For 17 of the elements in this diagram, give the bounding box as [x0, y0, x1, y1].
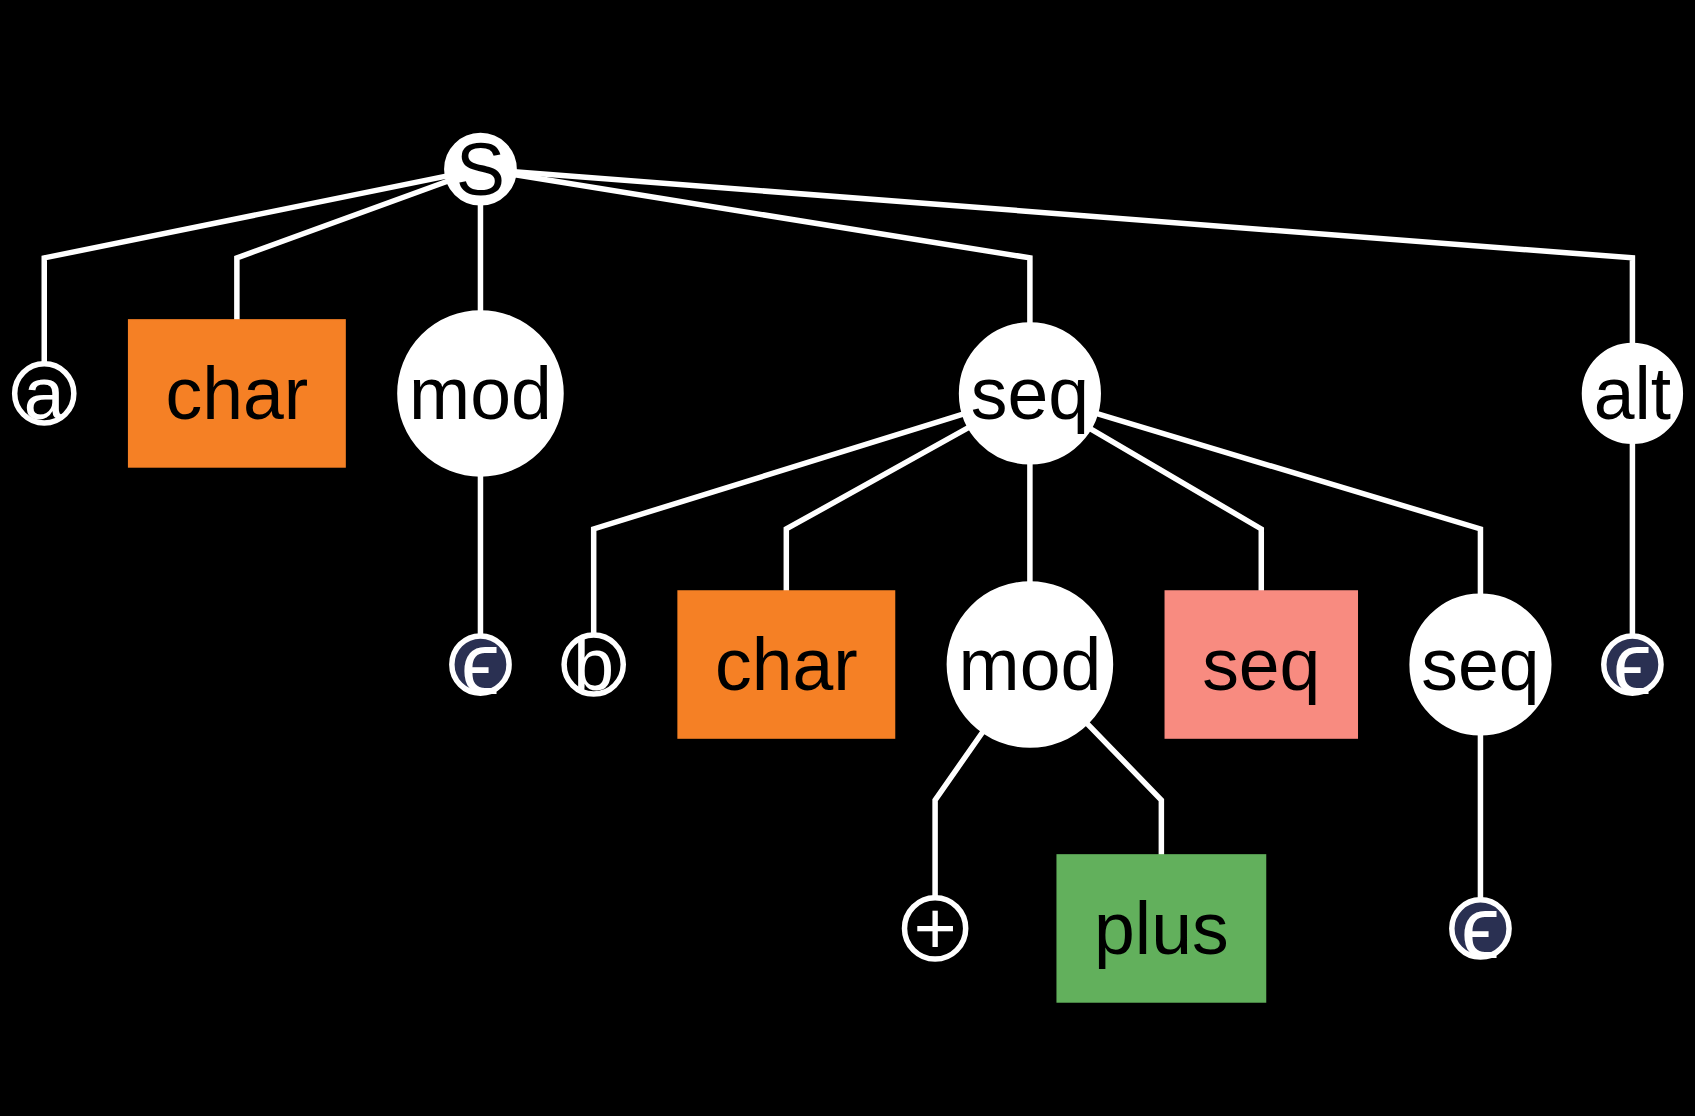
- node-circle: a: [11, 361, 77, 426]
- connector: [932, 728, 986, 898]
- node-circle: mod: [946, 581, 1114, 748]
- node-circle: alt: [1581, 342, 1684, 445]
- node-circle: seq: [958, 322, 1101, 465]
- connector: [1084, 720, 1165, 856]
- connector: [1629, 441, 1636, 636]
- node-circle: b: [561, 632, 626, 697]
- node-circle: mod: [397, 310, 564, 477]
- node-circle: S: [444, 132, 517, 206]
- node-circle: seq: [1409, 593, 1552, 736]
- node-box: char: [677, 590, 896, 739]
- node-box: plus: [1056, 854, 1267, 1003]
- node-box: seq: [1164, 590, 1359, 739]
- connector: [1027, 461, 1033, 584]
- node-box: char: [127, 319, 346, 468]
- node-circle: +: [901, 895, 969, 962]
